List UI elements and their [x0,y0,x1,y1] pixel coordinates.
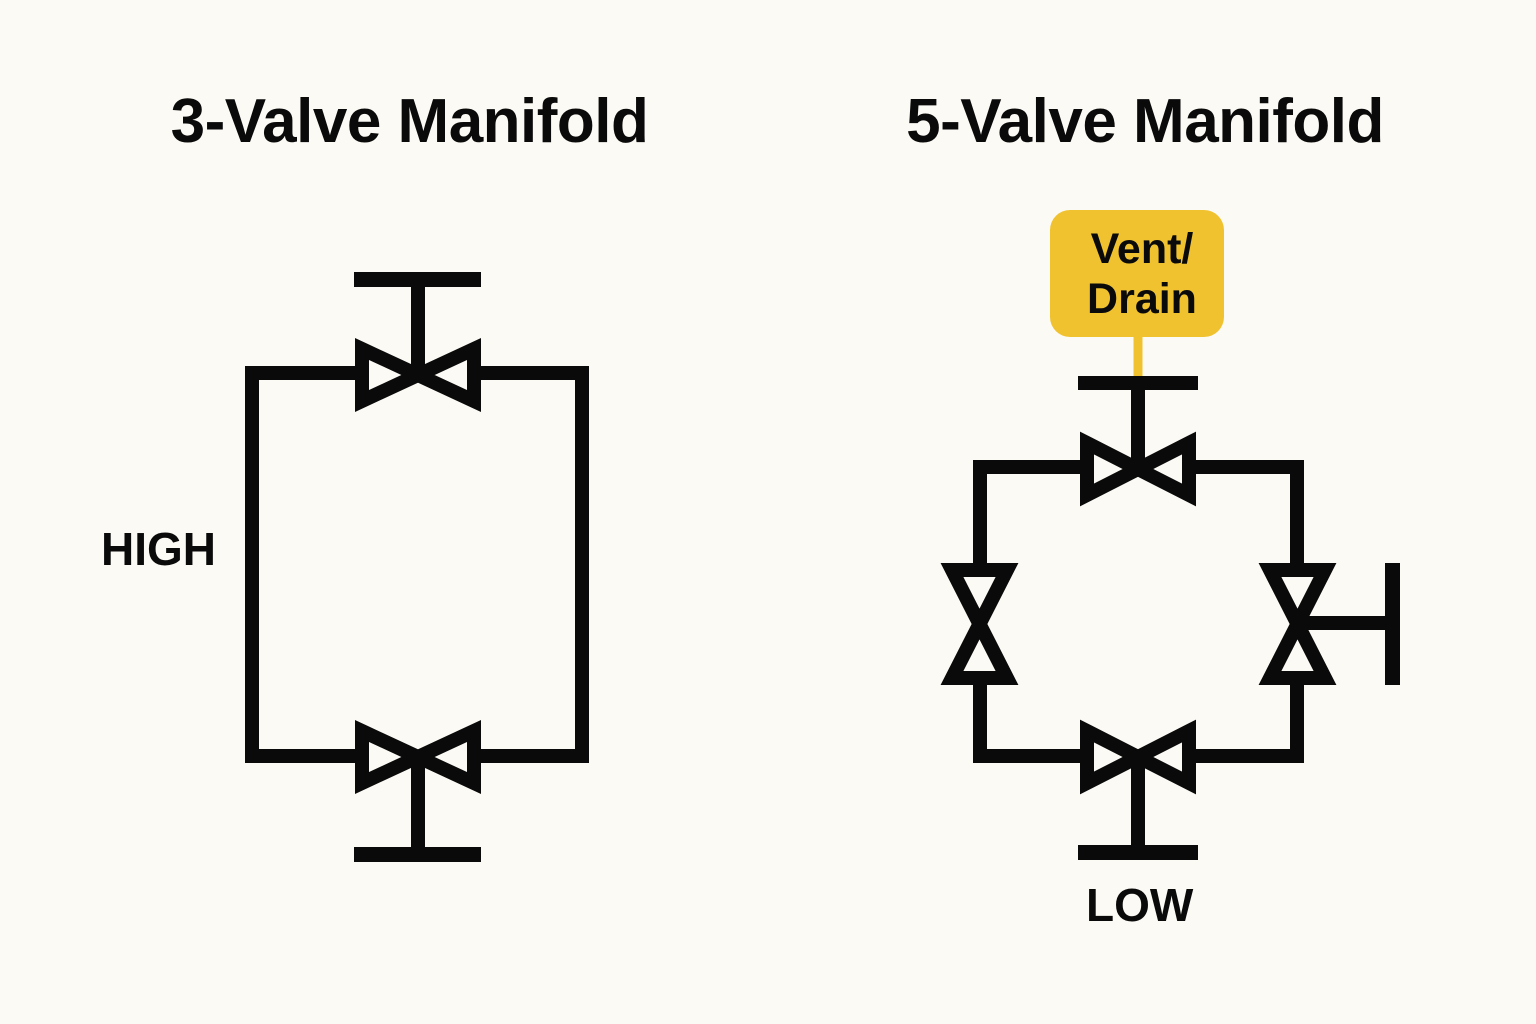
five-valve-frame-pipe-top-right [1189,460,1304,570]
vent-drain-callout-line2: Drain [1087,274,1197,323]
valve-body-right [1122,431,1196,507]
valve-handle[interactable] [354,847,481,862]
valve-handle[interactable] [1078,845,1198,860]
valve-body-right [401,338,481,412]
valve-body-top [1258,563,1337,640]
three-valve-bottom-valve-icon[interactable] [354,720,481,862]
valve-body-right [401,720,481,794]
five-valve-bottom-valve-icon[interactable] [1078,719,1198,860]
vent-drain-callout: Vent/ Drain [1050,210,1224,337]
vent-drain-callout-line1: Vent/ [1090,224,1194,273]
high-label: HIGH [101,523,216,575]
five-valve-frame-pipe-bottom-right [1189,678,1304,763]
valve-body-bottom [1258,608,1337,685]
five-valve-right-valve-icon[interactable] [1258,563,1400,685]
five-valve-left-valve-icon[interactable] [940,563,1019,685]
three-valve-top-valve-icon[interactable] [354,272,481,412]
valve-body-top [940,563,1019,640]
five-valve-top-valve-icon[interactable] [1078,376,1198,507]
three-valve-manifold [245,272,589,862]
five-valve-frame-pipe-bottom-left [973,678,1087,763]
five-valve-frame-pipe-top-left [973,460,1087,570]
valve-handle[interactable] [1078,376,1198,390]
low-label: LOW [1086,879,1194,931]
five-valve-manifold [940,336,1400,860]
valve-body-left [355,720,435,794]
three-valve-frame-pipe-right [474,366,589,763]
valve-body-left [355,338,435,412]
three-valve-frame-pipe [245,366,362,763]
valve-body-bottom [940,608,1019,685]
valve-body-right [1122,719,1196,795]
valve-handle[interactable] [354,272,481,287]
valve-body-left [1080,719,1154,795]
valve-handle[interactable] [1385,563,1400,685]
valve-body-left [1080,431,1154,507]
three-valve-title: 3-Valve Manifold [170,87,649,156]
five-valve-title: 5-Valve Manifold [906,87,1384,156]
